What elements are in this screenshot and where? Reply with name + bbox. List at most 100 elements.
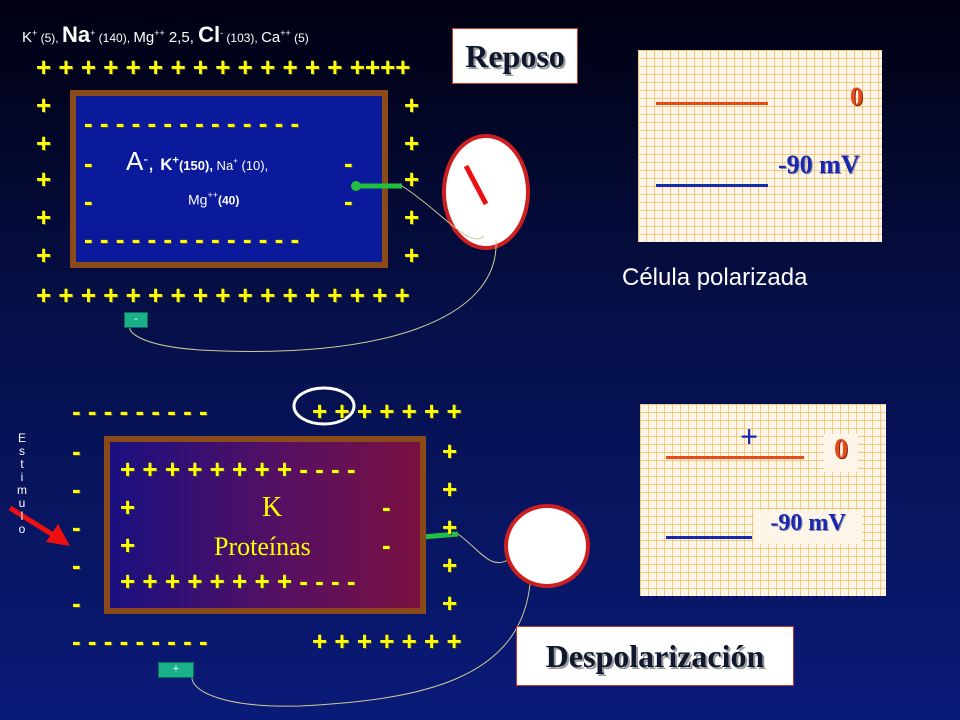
ca-label: Ca bbox=[261, 29, 281, 46]
reposo-outer-bottom: + + + + + + + + + + + + + + + + + bbox=[36, 280, 410, 310]
stimulus-letter: s bbox=[19, 444, 25, 458]
depol-left-minus-5: - bbox=[72, 588, 81, 618]
reposo-left-plus-1: + bbox=[36, 90, 52, 120]
reposo-right-plus-4: + bbox=[404, 202, 420, 232]
mg-value: 2,5, bbox=[164, 29, 199, 46]
stimulus-letter: E bbox=[17, 431, 26, 445]
reposo-rest-label: -90 mV bbox=[778, 150, 860, 179]
depol-inner-plus-1: + bbox=[120, 492, 136, 522]
stimulus-letter: l bbox=[20, 509, 24, 523]
depol-right-plus-3: + bbox=[442, 512, 458, 542]
reposo-probe-tip bbox=[351, 181, 361, 191]
anion-label: A bbox=[126, 146, 144, 176]
reposo-inner-minus-top: - - - - - - - - - - - - - - bbox=[84, 108, 300, 138]
na-in-label: Na bbox=[212, 158, 234, 173]
reposo-left-plus-3: + bbox=[36, 164, 52, 194]
depol-right-plus-1: + bbox=[442, 436, 458, 466]
reposo-right-plus-2: + bbox=[404, 128, 420, 158]
reposo-inner-dash-right-1: - bbox=[344, 148, 353, 178]
stimulus-letter: i bbox=[20, 470, 24, 484]
depol-left-minus-3: - bbox=[72, 512, 81, 542]
reposo-rest-trace bbox=[656, 184, 768, 187]
ca-sup: ++ bbox=[280, 28, 291, 38]
depol-inner-minus-2: - bbox=[382, 530, 391, 560]
depol-rest-label: -90 mV bbox=[754, 510, 862, 544]
depol-left-minus-2: - bbox=[72, 474, 81, 504]
depol-right-plus-2: + bbox=[442, 474, 458, 504]
depol-title: Despolarización bbox=[516, 626, 794, 686]
depol-outer-bottom-minus: - - - - - - - - - bbox=[72, 626, 208, 656]
k-in-sup: + bbox=[172, 154, 179, 167]
anion-sup: - bbox=[143, 150, 149, 167]
na-label: Na bbox=[61, 22, 91, 47]
depol-inner-plus-2: + bbox=[120, 530, 136, 560]
mg-in-value: (40) bbox=[217, 193, 240, 208]
depol-ref-electrode: + bbox=[158, 662, 194, 678]
depol-ref-electrode-label: + bbox=[172, 663, 180, 675]
na-value: (140), bbox=[95, 31, 134, 45]
reposo-right-plus-1: + bbox=[404, 90, 420, 120]
k-label: K bbox=[22, 29, 33, 46]
reposo-left-plus-5: + bbox=[36, 240, 52, 270]
reposo-inner-dash-left-2: - bbox=[84, 186, 93, 216]
reposo-title: Reposo bbox=[452, 28, 578, 84]
reposo-right-plus-5: + bbox=[404, 240, 420, 270]
depol-outer-bottom-plus: + + + + + + + bbox=[312, 626, 462, 656]
reposo-outer-top: + + + + + + + + + + + + + + ++++ bbox=[36, 52, 411, 82]
reposo-inner-dash-left-1: - bbox=[84, 148, 93, 178]
reposo-zero-trace bbox=[656, 102, 768, 105]
polarized-caption: Célula polarizada bbox=[622, 264, 808, 291]
mg-in-sup: ++ bbox=[207, 190, 218, 200]
intracellular-ions-line1: A-, K+(150), Na+ (10), bbox=[126, 146, 268, 177]
na-sup: + bbox=[90, 28, 96, 38]
na-in-value: (10), bbox=[237, 158, 269, 173]
k-sup: + bbox=[32, 28, 38, 38]
reposo-cell: - - - - - - - - - - - - - - - - - - - - … bbox=[70, 90, 388, 268]
stimulus-arrow-head bbox=[46, 524, 70, 546]
reposo-ref-electrode-label: - bbox=[134, 313, 138, 325]
intracellular-ions-line2: Mg++(40) bbox=[188, 190, 239, 209]
reposo-left-plus-2: + bbox=[36, 128, 52, 158]
depol-highlight-ellipse bbox=[292, 386, 356, 426]
reposo-graph: 0 -90 mV bbox=[638, 50, 882, 242]
mg-label: Mg bbox=[133, 29, 155, 46]
k-value: (5), bbox=[37, 31, 62, 45]
depol-left-minus-4: - bbox=[72, 550, 81, 580]
mg-in-label: Mg bbox=[188, 191, 208, 208]
depol-outer-top-plus: + + + + + + + bbox=[312, 396, 462, 426]
k-in-label: K bbox=[160, 155, 173, 174]
cl-sup: - bbox=[220, 28, 224, 38]
depol-right-plus-4: + bbox=[442, 550, 458, 580]
reposo-voltmeter bbox=[442, 134, 530, 250]
proteins-label: Proteínas bbox=[214, 532, 311, 561]
depol-zero-trace bbox=[666, 456, 804, 459]
depol-inner-top: + + + + + + + + - - - - bbox=[120, 454, 356, 484]
reposo-inner-dash-right-2: - bbox=[344, 186, 353, 216]
depol-graph: + 0 -90 mV bbox=[640, 404, 886, 596]
depol-wire-2 bbox=[191, 583, 531, 707]
mg-sup: ++ bbox=[154, 28, 165, 38]
anion-sep: , bbox=[148, 150, 161, 175]
depol-inner-minus-1: - bbox=[382, 492, 391, 522]
depol-wire-1 bbox=[457, 533, 509, 564]
stimulus-arrow-shaft bbox=[8, 505, 60, 541]
depol-voltmeter bbox=[504, 504, 590, 588]
reposo-ref-electrode: - bbox=[124, 312, 148, 328]
depol-right-plus-5: + bbox=[442, 588, 458, 618]
reposo-needle bbox=[463, 164, 489, 206]
reposo-wire-2 bbox=[129, 239, 497, 353]
depol-inner-bottom: + + + + + + + + - - - - bbox=[120, 566, 356, 596]
stimulus-letter: t bbox=[20, 457, 24, 471]
depol-left-minus-1: - bbox=[72, 436, 81, 466]
reposo-inner-minus-bottom: - - - - - - - - - - - - - - bbox=[84, 224, 300, 254]
stimulus-letter: u bbox=[18, 496, 26, 510]
ca-value: (5) bbox=[290, 31, 309, 45]
reposo-wire-1 bbox=[401, 185, 485, 240]
depol-plus-label: + bbox=[740, 418, 759, 454]
cl-value: (103), bbox=[223, 31, 262, 45]
k-in-value: (150), bbox=[178, 158, 213, 173]
reposo-right-plus-3: + bbox=[404, 164, 420, 194]
stimulus-letter: o bbox=[18, 522, 26, 536]
cl-label: Cl bbox=[198, 22, 221, 47]
depol-rest-trace bbox=[666, 536, 752, 539]
